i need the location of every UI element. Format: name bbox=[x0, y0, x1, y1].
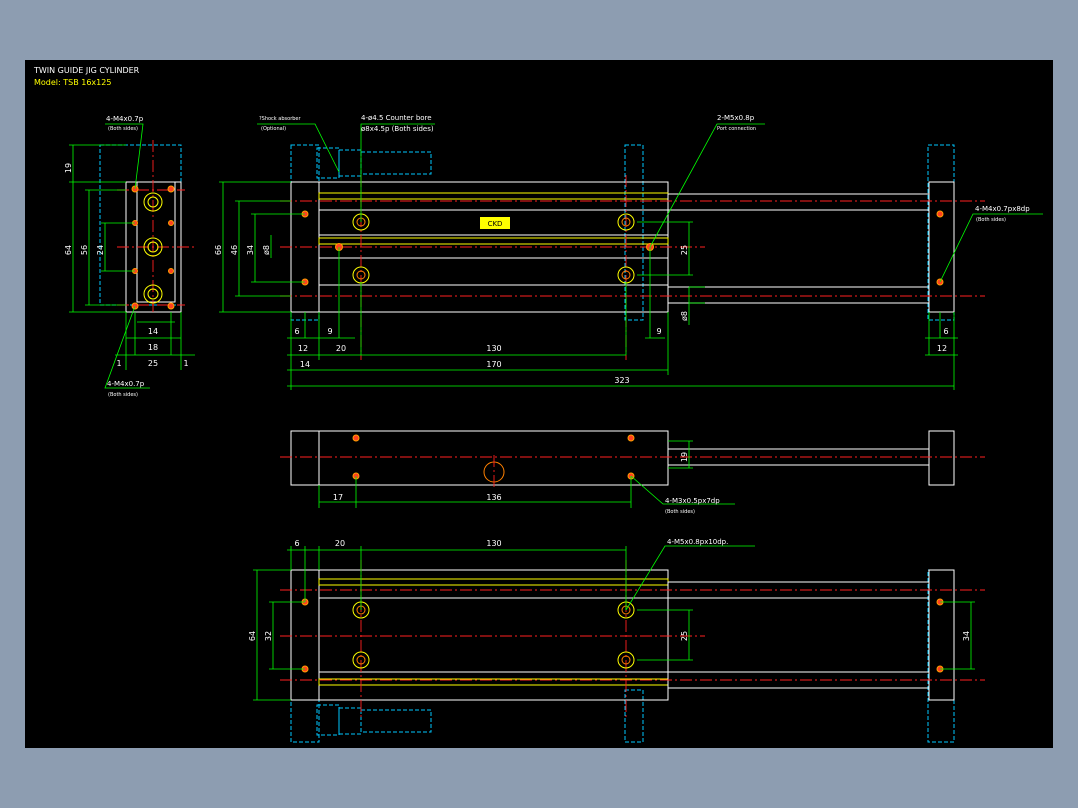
dim-323: 323 bbox=[614, 376, 629, 385]
dim-20: 20 bbox=[336, 344, 346, 353]
dim-19: 19 bbox=[64, 163, 73, 173]
top-right-plate bbox=[928, 181, 955, 313]
dim-136: 136 bbox=[486, 493, 501, 502]
dim-12-right: 12 bbox=[937, 344, 947, 353]
dim-130: 130 bbox=[486, 344, 501, 353]
brand-label-text: CKD bbox=[488, 220, 503, 228]
note-end-bottom-sub: (Both sides) bbox=[108, 392, 138, 398]
dim-56: 56 bbox=[80, 245, 89, 255]
dim-17: 17 bbox=[333, 493, 343, 502]
note-counter-bore: 4-ø4.5 Counter bore bbox=[361, 114, 432, 122]
dim-32: 32 bbox=[264, 631, 273, 641]
note-rod-end: 4-M4x0.7px8dp bbox=[975, 205, 1030, 213]
end-view: 19 64 56 24 14 18 25 1 1 4-M4x0.7p (Both… bbox=[64, 115, 195, 398]
note-port-sub: Port connection bbox=[717, 126, 756, 132]
dim-9-right: 9 bbox=[656, 327, 661, 336]
note-m3: 4-M3x0.5px7dp bbox=[665, 497, 720, 505]
dim-64: 64 bbox=[64, 245, 73, 255]
dim-6-top: 6 bbox=[294, 327, 299, 336]
dim-24: 24 bbox=[96, 245, 105, 255]
note-shock: ?Shock absorber bbox=[259, 116, 301, 122]
side-view: 17 136 19 4-M3x0.5px7dp (Both sides) bbox=[280, 430, 985, 515]
note-shock-sub: (Optional) bbox=[261, 126, 286, 132]
dim-46: 46 bbox=[230, 245, 239, 255]
dim-19-side: 19 bbox=[680, 452, 689, 462]
dim-phi8-right: ø8 bbox=[680, 311, 689, 321]
dim-1-right: 1 bbox=[183, 359, 188, 368]
note-end-bottom: 4-M4x0.7p bbox=[107, 380, 145, 388]
note-m5: 4-M5x0.8px10dp. bbox=[667, 538, 728, 546]
dim-18: 18 bbox=[148, 343, 158, 352]
dim-1-left: 1 bbox=[116, 359, 121, 368]
dim-20-bottom: 20 bbox=[335, 539, 345, 548]
dim-66: 66 bbox=[214, 245, 223, 255]
dim-14: 14 bbox=[148, 327, 158, 336]
dim-25: 25 bbox=[148, 359, 158, 368]
note-counter-bore-2: ø8x4.5p (Both sides) bbox=[361, 125, 434, 133]
dim-12-left: 12 bbox=[298, 344, 308, 353]
brand-label bbox=[480, 217, 510, 229]
dim-6-right: 6 bbox=[943, 327, 948, 336]
dim-34-bottom: 34 bbox=[962, 631, 971, 641]
note-port: 2-M5x0.8p bbox=[717, 114, 755, 122]
dim-6-bottom: 6 bbox=[294, 539, 299, 548]
dim-25-bottom: 25 bbox=[680, 631, 689, 641]
end-view-hidden-outline bbox=[99, 144, 182, 306]
bottom-view: 6 20 130 64 32 25 34 4-M5x0.8px10dp. bbox=[248, 538, 985, 743]
note-m3-sub: (Both sides) bbox=[665, 509, 695, 515]
end-view-body bbox=[136, 181, 176, 303]
dim-130-bottom: 130 bbox=[486, 539, 501, 548]
dim-9-left: 9 bbox=[327, 327, 332, 336]
cad-drawing-canvas[interactable]: TWIN GUIDE JIG CYLINDER Model: TSB 16x12… bbox=[25, 60, 1053, 748]
dim-64-bottom: 64 bbox=[248, 631, 257, 641]
note-rod-end-sub: (Both sides) bbox=[976, 217, 1006, 223]
dim-14-top: 14 bbox=[300, 360, 310, 369]
drawing-model: Model: TSB 16x125 bbox=[34, 78, 111, 87]
dim-phi8-left: ø8 bbox=[262, 245, 271, 255]
dim-25-top: 25 bbox=[680, 245, 689, 255]
cad-drawing: TWIN GUIDE JIG CYLINDER Model: TSB 16x12… bbox=[33, 66, 1043, 743]
dim-170: 170 bbox=[486, 360, 501, 369]
top-view: CKD 66 46 34 ø8 25 bbox=[214, 114, 1043, 390]
note-end-top-sub: (Both sides) bbox=[108, 126, 138, 132]
drawing-title: TWIN GUIDE JIG CYLINDER bbox=[33, 66, 140, 75]
note-end-top: 4-M4x0.7p bbox=[106, 115, 144, 123]
dim-34: 34 bbox=[246, 245, 255, 255]
